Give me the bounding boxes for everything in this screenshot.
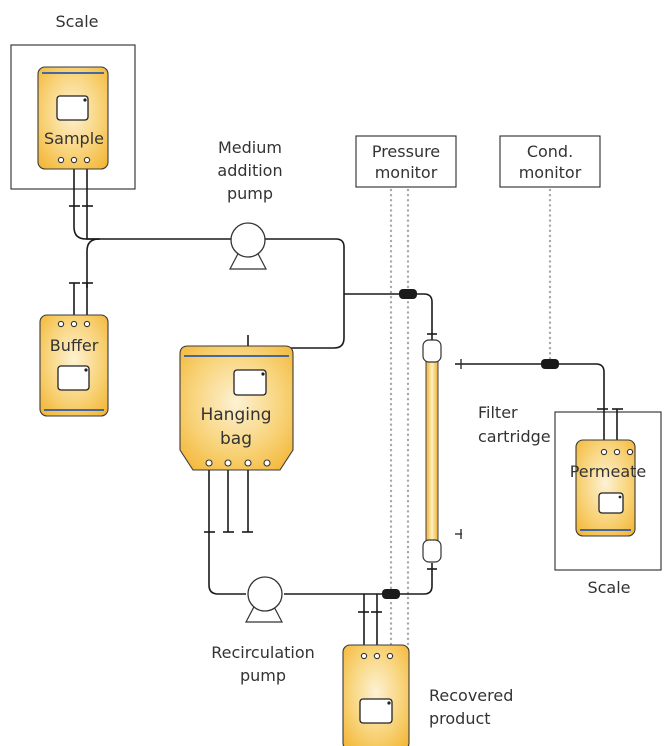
recirc-pump-label-1: Recirculation <box>211 643 315 662</box>
hanging-bag-label-1: Hanging <box>200 405 271 425</box>
filter-label-2: cartridge <box>478 427 551 446</box>
scale-right-label: Scale <box>587 578 630 597</box>
buffer-bag <box>39 314 109 417</box>
permeate-label: Permeate <box>570 462 647 481</box>
cond-monitor-box <box>499 135 601 188</box>
buffer-label-window <box>57 365 90 391</box>
tube-fittings <box>69 205 623 613</box>
recovered-product-label-1: Recovered <box>429 686 513 705</box>
filter-cartridge-icon <box>422 339 462 563</box>
cond-monitor-label-1: Cond. <box>527 142 573 161</box>
hanging-bag-label-window <box>233 369 267 396</box>
pressure-monitor-label-1: Pressure <box>372 142 440 161</box>
cond-monitor-label-2: monitor <box>519 163 582 182</box>
scale-top-label: Scale <box>55 12 98 31</box>
pressure-sensor-icon <box>399 289 417 299</box>
permeate-label-window <box>598 492 624 514</box>
medium-pump-label-2: addition <box>217 161 282 180</box>
medium-pump-label-1: Medium <box>218 138 282 157</box>
conductivity-sensor-icon <box>541 359 559 369</box>
sample-label-window <box>56 95 89 121</box>
pressure-monitor-label-2: monitor <box>375 163 438 182</box>
buffer-label: Buffer <box>50 336 99 355</box>
medium-pump-icon <box>229 222 267 270</box>
recirc-pump-label-2: pump <box>240 666 286 685</box>
pressure-sensor-bottom-icon <box>382 589 400 599</box>
pressure-monitor-box <box>355 135 457 188</box>
hanging-bag <box>179 345 294 471</box>
filter-label-1: Filter <box>478 403 518 422</box>
recovered-label-window <box>359 698 393 724</box>
medium-pump-label-3: pump <box>227 184 273 203</box>
sample-bag <box>37 66 109 170</box>
hanging-bag-label-2: bag <box>220 429 252 449</box>
tubing <box>60 160 605 648</box>
recovered-product-bag <box>342 644 410 746</box>
permeate-bag <box>575 439 636 537</box>
sample-label: Sample <box>44 129 104 148</box>
recovered-product-label-2: product <box>429 709 491 728</box>
recirc-pump-icon <box>245 576 283 623</box>
